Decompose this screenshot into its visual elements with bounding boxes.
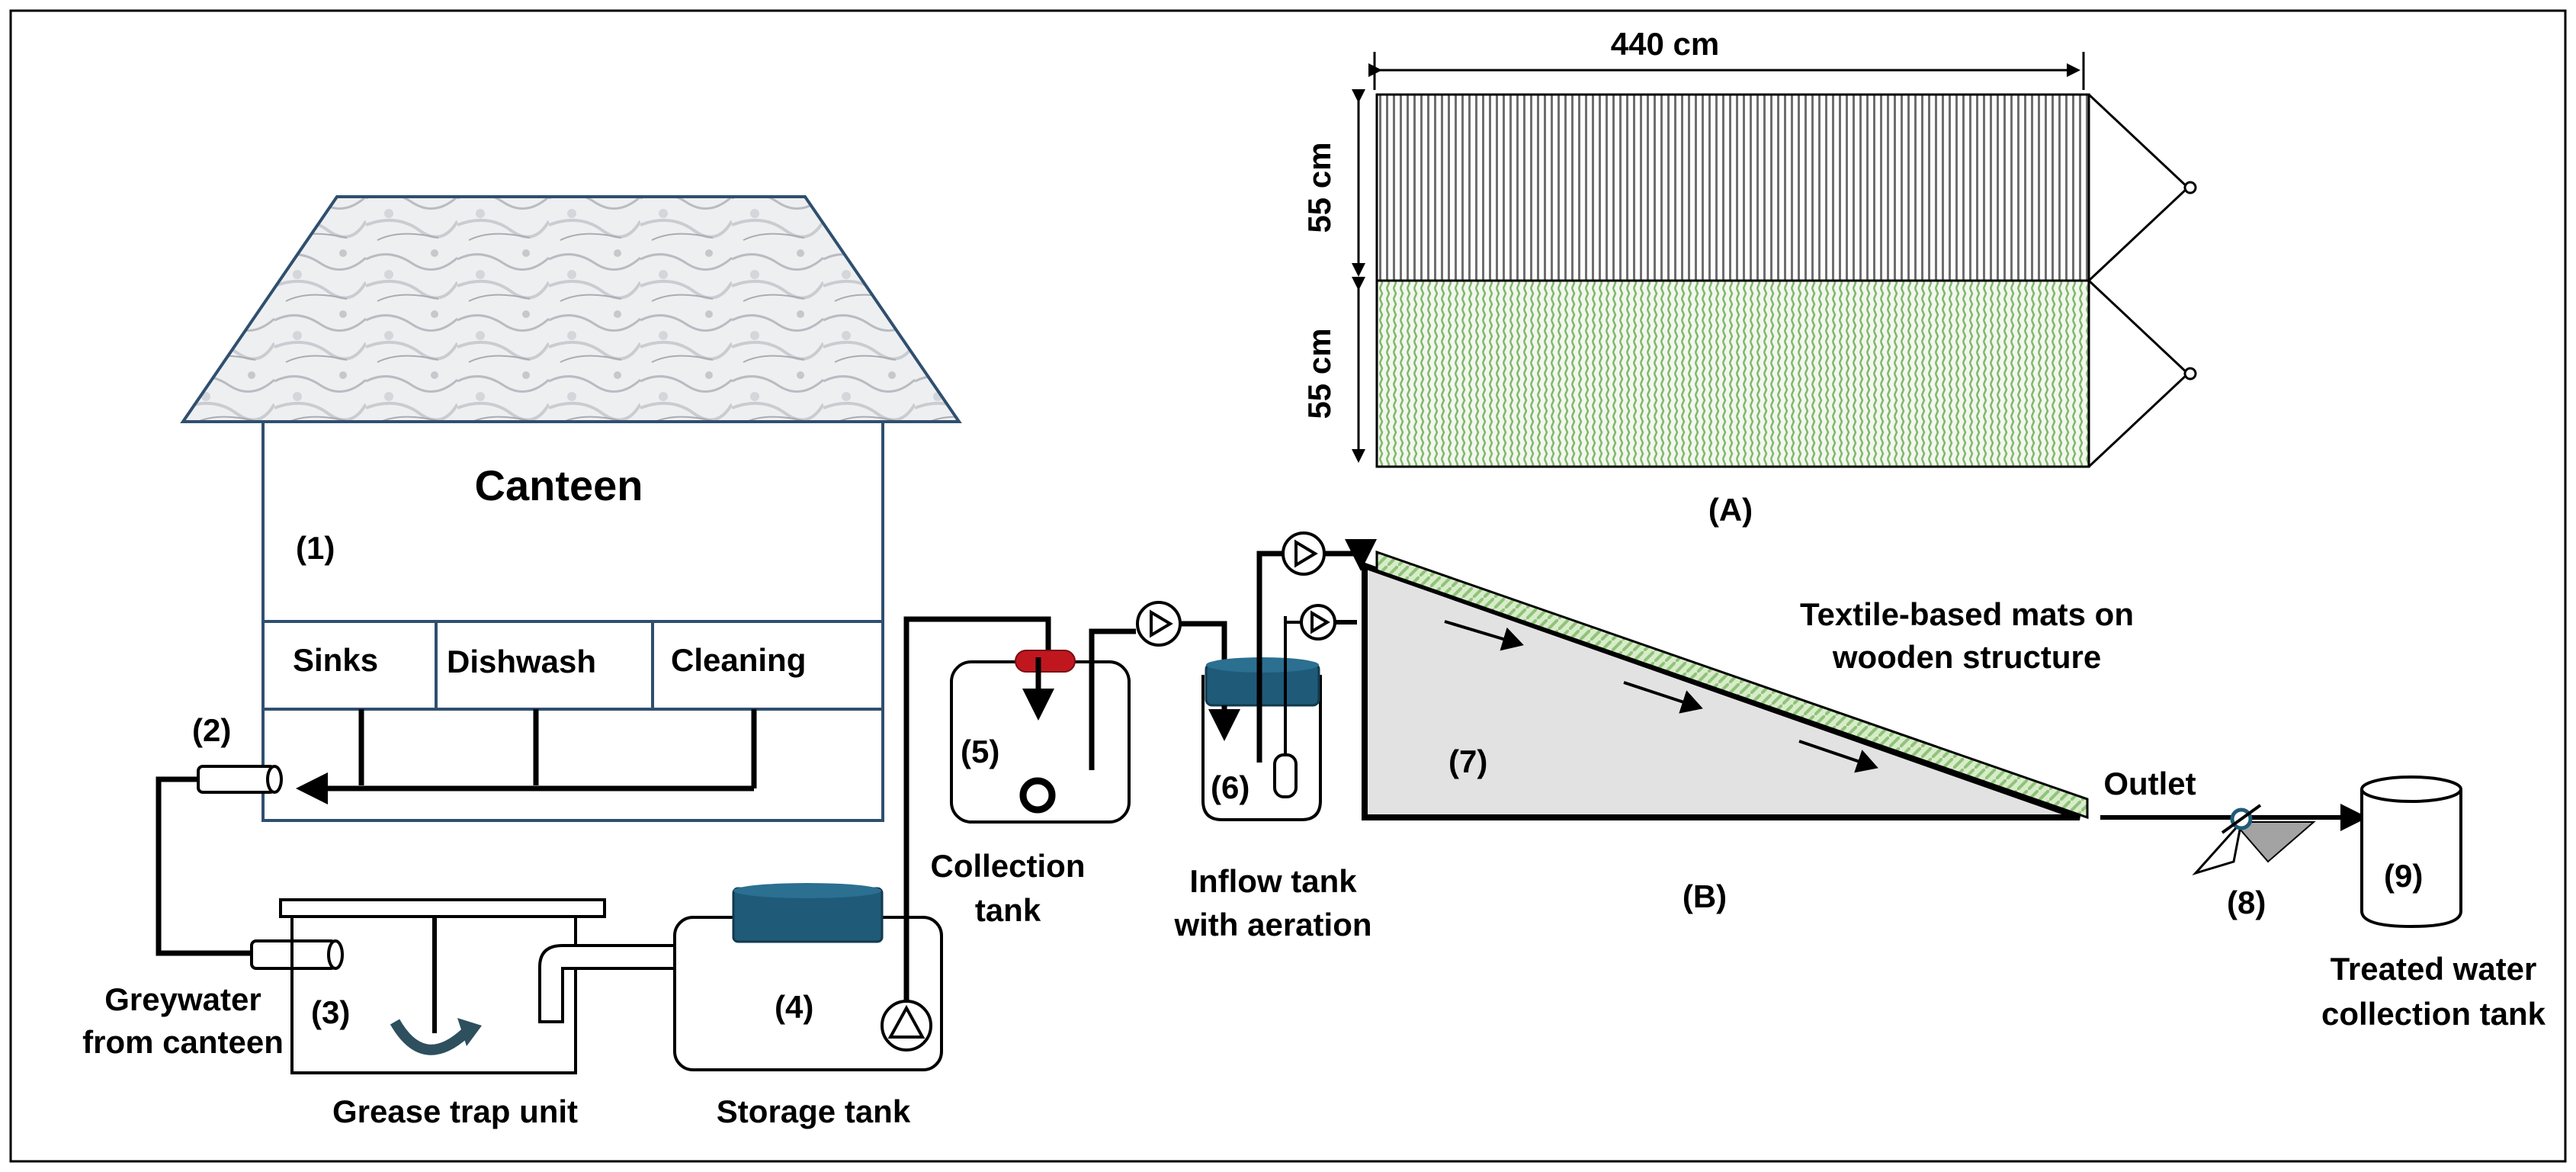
mat-height-label-bottom: 55 cm	[1301, 328, 1337, 419]
canteen-number: (1)	[296, 530, 335, 566]
label-greywater-1: Greywater	[104, 981, 261, 1017]
figure-frame	[9, 9, 2567, 1163]
label-greywater-2: from canteen	[82, 1024, 284, 1060]
canteen-title: Canteen	[475, 461, 643, 509]
label-mats-2: wooden structure	[1832, 639, 2101, 675]
canteen-roof	[180, 195, 962, 423]
label-inflow-1: Inflow tank	[1189, 863, 1357, 899]
storage-tank: (4) Storage tank	[673, 616, 1051, 1129]
label-outlet: Outlet	[2103, 766, 2196, 801]
label-n9: (9)	[2384, 858, 2423, 894]
mat-green-panel	[1375, 279, 2090, 468]
flow-arrow-icon	[390, 1019, 469, 1055]
label-inflow-2: with aeration	[1173, 907, 1371, 942]
label-collection-1: Collection	[930, 848, 1085, 884]
unit-cleaning: Cleaning	[671, 642, 806, 678]
label-n2: (2)	[192, 712, 231, 748]
label-collection-2: tank	[975, 892, 1041, 928]
mat-grey-panel	[1375, 93, 2090, 282]
label-treated-1: Treated water	[2331, 951, 2537, 987]
mat-panel-diagram: 440 cm 55 cm 55 cm (A)	[1301, 26, 2197, 528]
outlet-section: Outlet (8) (9) Treated water collection …	[2100, 766, 2546, 1032]
label-n8: (8)	[2227, 885, 2266, 920]
label-n3: (3)	[311, 994, 350, 1030]
label-grease-trap: Grease trap unit	[332, 1093, 578, 1129]
label-n6: (6)	[1211, 769, 1250, 805]
weir-icon	[2231, 821, 2316, 863]
inflow-tank: (6) Inflow tank with aeration	[1173, 531, 1377, 942]
label-storage: Storage tank	[717, 1093, 911, 1129]
mat-width-label: 440 cm	[1611, 26, 1719, 62]
label-mats-1: Textile-based mats on	[1800, 596, 2134, 632]
grease-trap-unit: (3) Grease trap unit	[279, 898, 606, 1129]
unit-dishwash: Dishwash	[447, 644, 596, 679]
treated-water-tank	[2360, 789, 2462, 929]
pipe-fitting-top	[197, 765, 276, 794]
label-n7: (7)	[1448, 743, 1487, 779]
label-treated-2: collection tank	[2321, 996, 2546, 1032]
label-n5: (5)	[961, 734, 999, 769]
textile-mat-strip	[1375, 550, 2089, 820]
valve-icon	[1015, 650, 1076, 673]
label-fig-a: (A)	[1708, 492, 1753, 528]
pump-icon-2	[1136, 601, 1182, 647]
pump-icon-3	[1282, 531, 1326, 576]
collection-tank: (5) Collection tank	[930, 601, 1227, 928]
canteen-building: Canteen (1) Sinks Dishwash Cleaning	[180, 195, 962, 822]
mat-height-label-top: 55 cm	[1301, 142, 1337, 233]
aerator	[1273, 753, 1298, 798]
greywater-inlet: (2) Greywater from canteen	[82, 712, 344, 1060]
textile-mat-bed: (7) Textile-based mats on wooden structu…	[1362, 550, 2134, 914]
tank-outlet-icon	[1019, 777, 1056, 814]
label-fig-b: (B)	[1683, 878, 1727, 914]
grease-trap-lid	[279, 898, 606, 918]
label-n4: (4)	[775, 989, 813, 1025]
unit-sinks: Sinks	[293, 642, 378, 678]
